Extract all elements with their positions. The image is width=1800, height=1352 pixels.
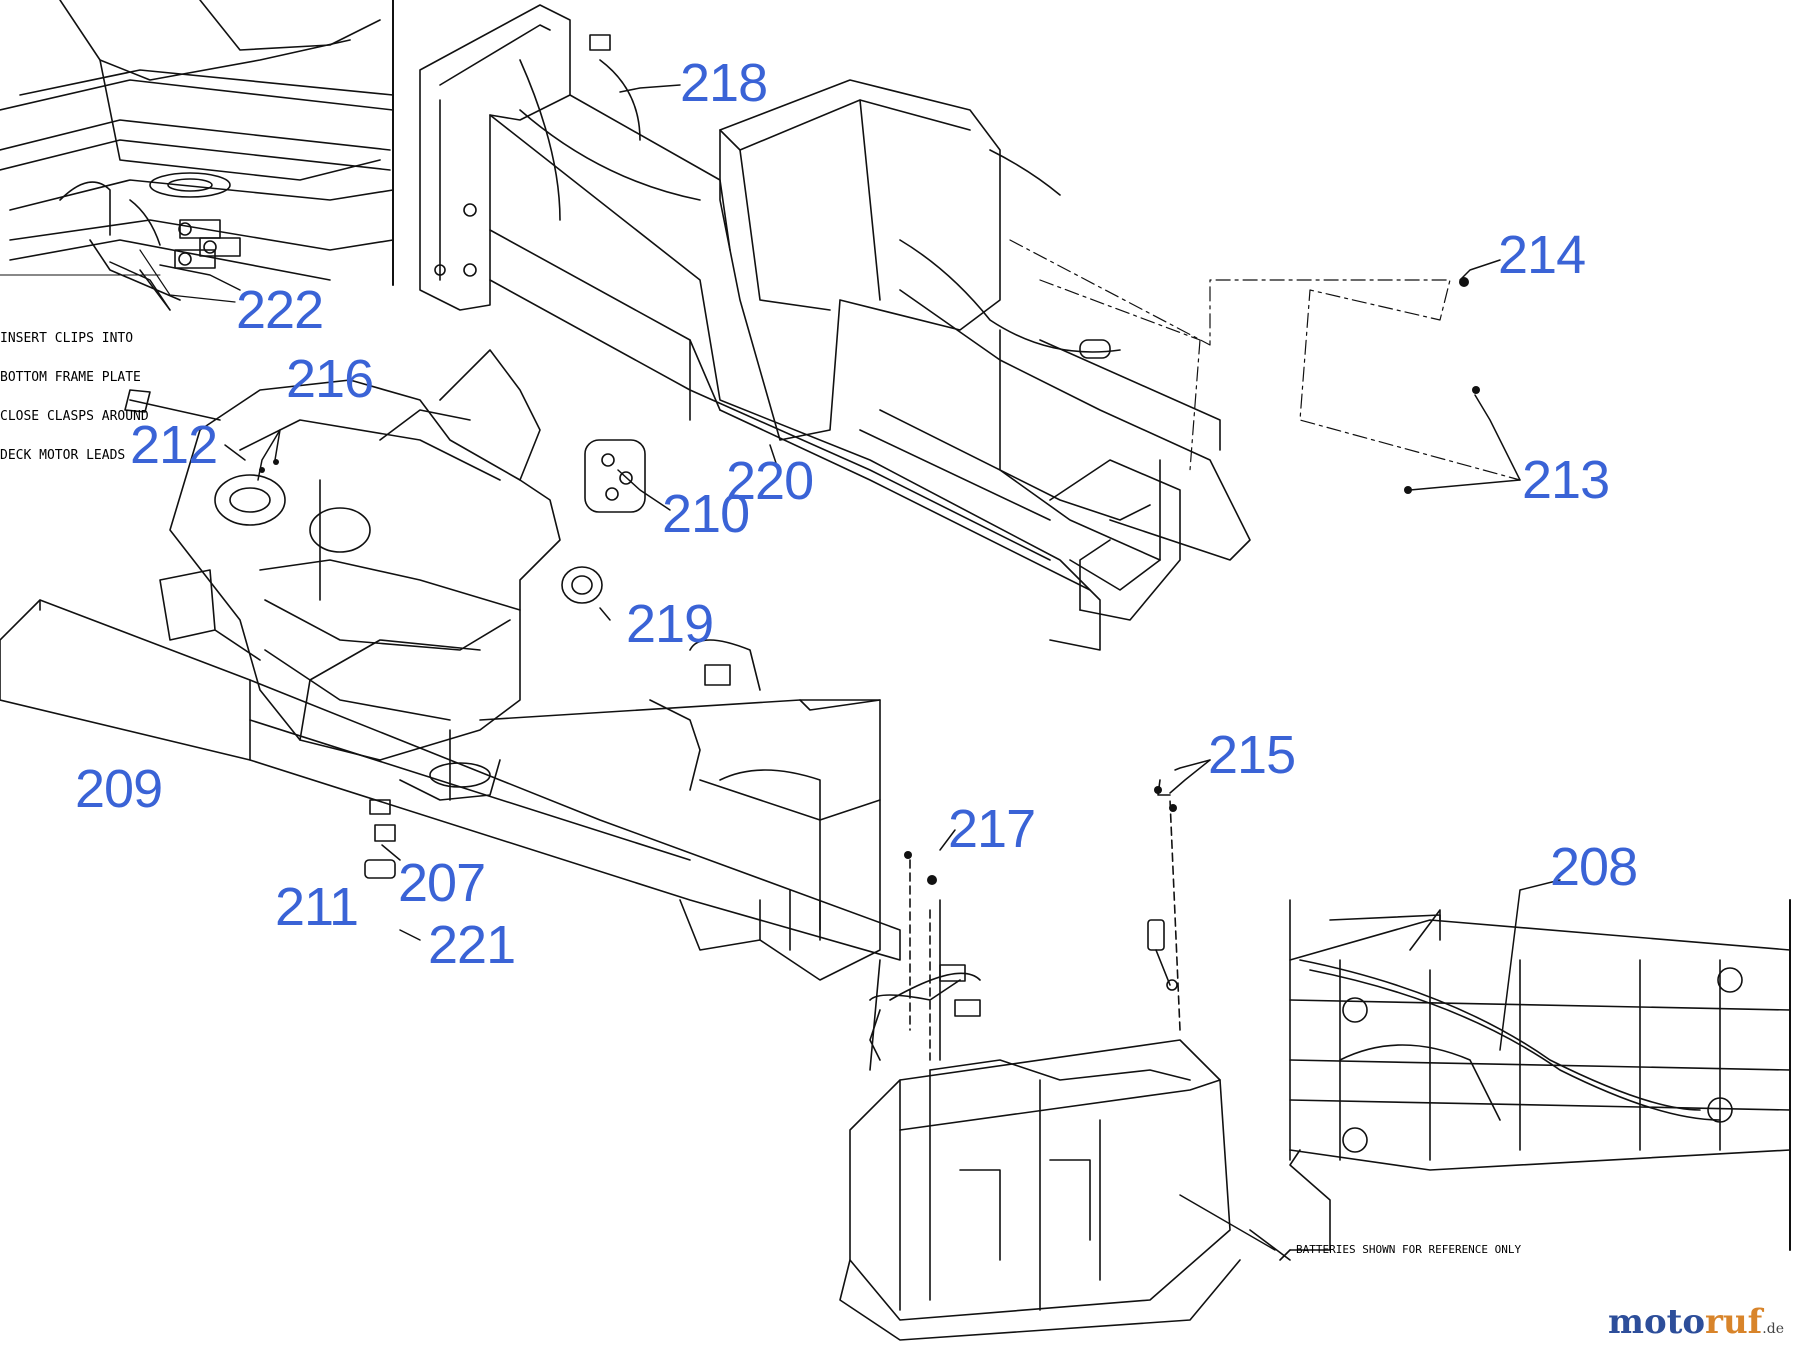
brand-part1: moto (1607, 1302, 1706, 1342)
callout-215: 215 (1208, 725, 1296, 785)
alignment-lines (1009, 239, 1521, 481)
leader-lines (109, 84, 1561, 1251)
callout-213: 213 (1522, 450, 1610, 510)
callout-208: 208 (1550, 837, 1638, 897)
battery-note: BATTERIES SHOWN FOR REFERENCE ONLY (1296, 1243, 1522, 1256)
callout-214: 214 (1498, 225, 1586, 285)
callout-220: 220 (726, 451, 814, 511)
clip-note: INSERT CLIPS INTO BOTTOM FRAME PLATE CLO… (0, 306, 149, 475)
callout-207: 207 (398, 853, 486, 913)
brand-suffix: .de (1762, 1321, 1784, 1337)
callout-211: 211 (275, 877, 359, 937)
clip-note-line2: BOTTOM FRAME PLATE (0, 370, 141, 385)
callout-219: 219 (626, 594, 714, 654)
callout-222: 222 (236, 280, 324, 340)
clip-note-line4: DECK MOTOR LEADS (0, 448, 126, 463)
callout-218: 218 (680, 53, 768, 113)
clip-detail-inset (0, 0, 394, 303)
callout-212: 212 (130, 415, 218, 475)
callout-210: 210 (662, 484, 750, 544)
callout-217: 217 (948, 799, 1036, 859)
hardware-parts (259, 277, 1480, 885)
upper-frame-assembly (419, 4, 1251, 651)
clip-note-line3: CLOSE CLASPS AROUND (0, 409, 149, 424)
battery-tray-assembly (839, 779, 1291, 1341)
clip-note-line1: INSERT CLIPS INTO (0, 331, 134, 346)
callout-221: 221 (428, 915, 516, 975)
battery-detail-inset (1279, 899, 1791, 1261)
callout-216: 216 (286, 349, 374, 409)
brand-part2: ruf (1705, 1302, 1763, 1342)
lower-frame-assembly (0, 349, 901, 981)
callout-209: 209 (75, 759, 163, 819)
watermark-logo: motoruf.de (1608, 1302, 1784, 1342)
